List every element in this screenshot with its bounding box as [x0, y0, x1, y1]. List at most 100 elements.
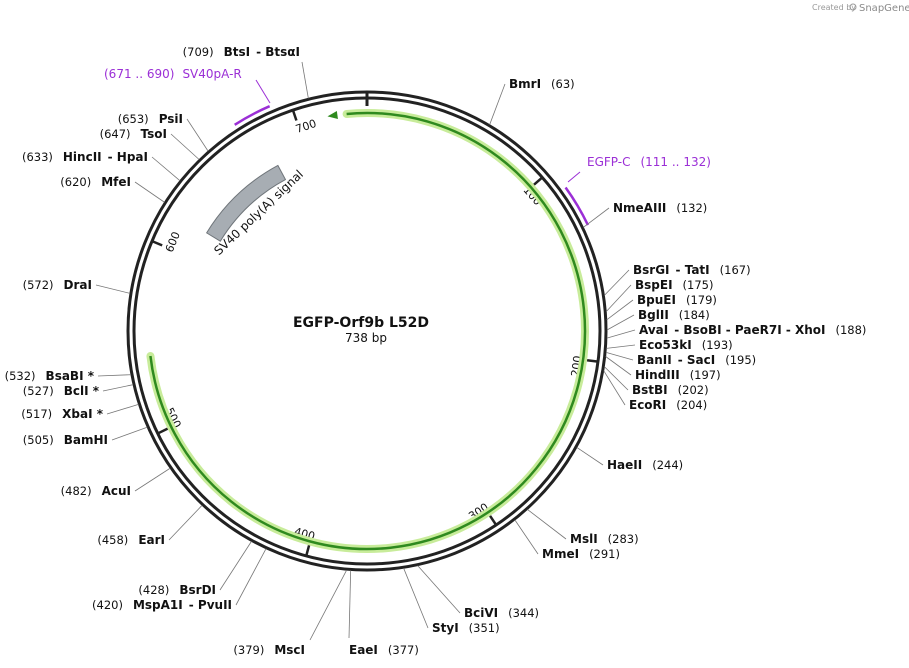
site-position: (132)	[676, 201, 707, 215]
restriction-site[interactable]: (505)BamHI	[23, 426, 148, 447]
restriction-site[interactable]: (517)XbaI *	[21, 404, 139, 421]
restriction-site[interactable]: HindIII(197)	[605, 356, 721, 382]
restriction-site[interactable]: (647)TsoI	[100, 127, 200, 160]
tick-mark	[533, 175, 544, 186]
restriction-site[interactable]: (709)BtsI- BtsαI	[183, 45, 309, 99]
restriction-site[interactable]: MmeI(291)	[514, 519, 620, 561]
primers: EGFP-C(111 .. 132)(671 .. 690)SV40pA-R	[104, 67, 711, 226]
restriction-site[interactable]: (532)BsaBI *	[5, 369, 132, 383]
site-position: (167)	[720, 263, 751, 277]
enzyme-isoschizomers: - SacI	[678, 353, 715, 367]
site-position: (377)	[388, 643, 419, 657]
site-position: (283)	[608, 532, 639, 546]
site-position: (179)	[686, 293, 717, 307]
site-leader	[604, 366, 629, 391]
site-leader	[134, 181, 165, 203]
site-label: (482)AcuI	[61, 484, 131, 498]
restriction-site[interactable]: BmrI(63)	[489, 77, 575, 125]
site-label: BanII- SacI(195)	[637, 353, 756, 367]
enzyme-name: BmrI	[509, 77, 541, 91]
site-leader	[95, 284, 131, 294]
enzyme-isoschizomers: - HpaI	[108, 150, 148, 164]
enzyme-name: BpuEI	[637, 293, 676, 307]
site-label: (620)MfeI	[60, 175, 131, 189]
feature-block[interactable]	[205, 164, 287, 242]
restriction-site[interactable]: HaeII (244)	[576, 447, 683, 472]
primer-arc[interactable]	[234, 105, 271, 126]
site-leader	[309, 569, 347, 641]
restriction-site[interactable]: (482)AcuI	[61, 467, 171, 498]
site-label: StyI(351)	[432, 621, 500, 635]
restriction-site[interactable]: StyI(351)	[403, 568, 500, 635]
restriction-site[interactable]: Eco53kI (193)	[606, 338, 733, 352]
restriction-site[interactable]: (458)EarI	[97, 505, 203, 547]
site-position: (244)	[652, 458, 683, 472]
primer-label: EGFP-C(111 .. 132)	[587, 155, 711, 169]
enzyme-name: BanII	[637, 353, 672, 367]
restriction-site[interactable]: NmeAIII(132)	[583, 201, 707, 228]
site-leader	[102, 384, 134, 392]
restriction-site[interactable]: BpuEI (179)	[606, 293, 717, 321]
restriction-site[interactable]: EaeI (377)	[348, 570, 419, 657]
restriction-site[interactable]: MslI (283)	[527, 509, 639, 546]
site-label: (709)BtsI- BtsαI	[183, 45, 300, 59]
enzyme-name: HaeII	[607, 458, 642, 472]
restriction-site[interactable]: BglII(184)	[606, 308, 710, 331]
site-label: MmeI(291)	[542, 547, 620, 561]
tick-mark	[489, 515, 498, 527]
site-label: (653)PsiI	[118, 112, 183, 126]
orf-line[interactable]	[149, 111, 587, 551]
restriction-site[interactable]: (572)DraI	[23, 278, 131, 294]
site-label: Eco53kI (193)	[639, 338, 733, 352]
restriction-site[interactable]: (420)MspA1I- PvuII	[92, 548, 267, 612]
restriction-site[interactable]: BstBI(202)	[604, 366, 709, 397]
features: SV40 poly(A) signal	[205, 164, 306, 258]
enzyme-name: EaeI	[349, 643, 378, 657]
restriction-site[interactable]: BspEI(175)	[605, 278, 713, 312]
site-label: NmeAIII(132)	[613, 201, 707, 215]
site-label: (527)BclI *	[23, 384, 100, 398]
site-label: (633)HincII- HpaI	[22, 150, 148, 164]
restriction-site[interactable]: (527)BclI *	[23, 384, 134, 398]
site-position: (291)	[589, 547, 620, 561]
site-position: (428)	[138, 583, 169, 597]
restriction-site[interactable]: BciVI(344)	[417, 565, 539, 620]
restriction-site[interactable]: (653)PsiI	[118, 112, 209, 152]
enzyme-name: BspEI	[635, 278, 673, 292]
enzyme-name: BsrGI	[633, 263, 670, 277]
primer-arc[interactable]	[564, 186, 590, 226]
restriction-sites: BmrI(63) NmeAIII(132) BsrGI - TatI (167) BspE…	[5, 45, 867, 657]
restriction-site[interactable]: EcoRI(204)	[603, 370, 708, 412]
site-label: (532)BsaBI *	[5, 369, 95, 383]
backbone-outer-ring	[126, 90, 608, 572]
restriction-site[interactable]: BanII- SacI(195)	[605, 352, 756, 367]
site-label: (458)EarI	[97, 533, 165, 547]
restriction-site[interactable]: BsrGI - TatI (167)	[604, 263, 751, 296]
restriction-site[interactable]: (620)MfeI	[60, 175, 165, 203]
site-label: (379)MscI	[233, 643, 305, 657]
orf-arrow[interactable]	[146, 109, 589, 554]
primer-leader	[255, 79, 271, 104]
tick-label: 700	[294, 117, 318, 136]
site-position: (647)	[100, 127, 131, 141]
site-position: (517)	[21, 407, 52, 421]
primer-leader	[567, 171, 581, 183]
site-position: (532)	[5, 369, 36, 383]
site-leader	[489, 83, 506, 125]
site-leader	[301, 61, 309, 99]
enzyme-name: Eco53kI	[639, 338, 692, 352]
site-leader	[170, 133, 200, 160]
restriction-site[interactable]: (379)MscI	[233, 569, 347, 657]
enzyme-name: PsiI	[159, 112, 183, 126]
primer-range: (111 .. 132)	[640, 155, 710, 169]
site-position: (193)	[702, 338, 733, 352]
restriction-site[interactable]: (633)HincII- HpaI	[22, 150, 181, 181]
enzyme-name: AvaI	[639, 323, 668, 337]
enzyme-name: MslI	[570, 532, 598, 546]
tick-mark	[150, 239, 163, 247]
restriction-site[interactable]: (428)BsrDI	[138, 541, 252, 597]
enzyme-isoschizomers: - TatI	[676, 263, 710, 277]
enzyme-name: MfeI	[101, 175, 131, 189]
site-position: (188)	[836, 323, 867, 337]
restriction-site[interactable]: AvaI- BsoBI - PaeR7I - XhoI(188)	[606, 323, 867, 339]
